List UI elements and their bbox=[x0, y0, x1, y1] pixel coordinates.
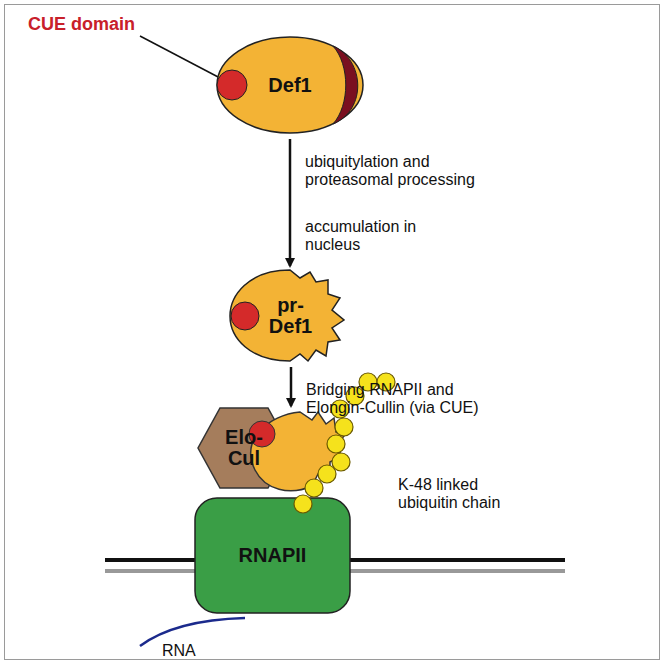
node-box: pr- Def1 bbox=[228, 268, 353, 363]
callout-label: CUE domain bbox=[28, 14, 158, 35]
annotation: accumulation in nucleus bbox=[305, 218, 440, 255]
node-label: pr- Def1 bbox=[266, 295, 316, 337]
rna-strand bbox=[140, 618, 245, 646]
annotation: RNA bbox=[162, 642, 222, 660]
process-arrow bbox=[289, 139, 292, 266]
edge-label: ubiquitylation and proteasomal processin… bbox=[305, 153, 495, 190]
edge-label: Bridging RNAPII and Elongin-Cullin (via … bbox=[306, 381, 511, 418]
process-arrow bbox=[290, 367, 293, 406]
frame bbox=[5, 5, 660, 660]
annotation: K-48 linked ubiquitin chain bbox=[398, 476, 528, 513]
node-label: Def1 bbox=[245, 75, 335, 96]
node-box: RNAPII bbox=[195, 498, 350, 613]
leader-line bbox=[140, 36, 220, 78]
node-box: Elo- Cul bbox=[198, 408, 290, 488]
rnapii-shape bbox=[195, 498, 350, 613]
node-box: Def1 bbox=[215, 35, 365, 135]
node-label: RNAPII bbox=[213, 545, 333, 566]
node-label: Elo- Cul bbox=[219, 427, 269, 469]
